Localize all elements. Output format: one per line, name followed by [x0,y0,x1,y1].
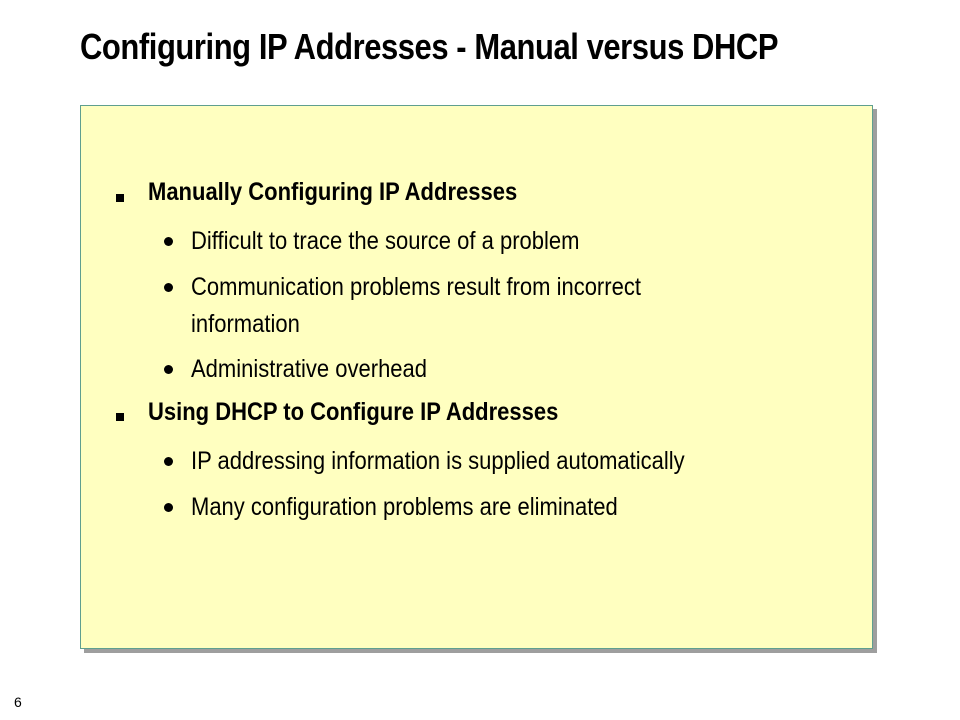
round-bullet-icon [164,237,173,246]
slide-title: Configuring IP Addresses - Manual versus… [80,26,779,67]
page-number: 6 [14,694,22,710]
list-item: IP addressing information is supplied au… [191,447,685,475]
square-bullet-icon [116,413,124,421]
list-item-continuation: information [191,310,300,338]
section-heading-manual: Manually Configuring IP Addresses [148,178,518,206]
list-item: Difficult to trace the source of a probl… [191,227,580,255]
content-box: Manually Configuring IP Addresses Diffic… [80,105,873,649]
square-bullet-icon [116,194,124,202]
round-bullet-icon [164,503,173,512]
section-heading-dhcp: Using DHCP to Configure IP Addresses [148,398,559,426]
round-bullet-icon [164,457,173,466]
list-item: Many configuration problems are eliminat… [191,493,618,521]
round-bullet-icon [164,365,173,374]
bullet-list: Manually Configuring IP Addresses Diffic… [81,106,872,648]
list-item: Administrative overhead [191,355,428,383]
round-bullet-icon [164,283,173,292]
list-item: Communication problems result from incor… [191,273,641,301]
